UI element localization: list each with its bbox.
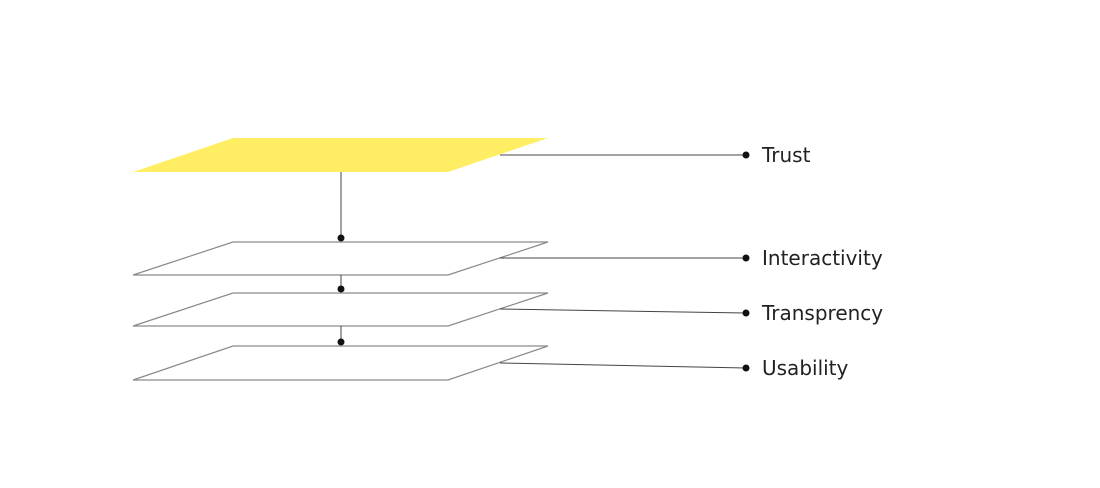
layer-label-transprency: Transprency: [761, 301, 883, 325]
layer-transprency: Transprency: [132, 292, 883, 327]
connector-dot-usability: [337, 338, 345, 346]
connector-dot-transprency: [337, 285, 345, 293]
connector-dot-interactivity: [337, 234, 345, 242]
layer-plane-trust: [133, 138, 548, 172]
layer-label-trust: Trust: [761, 143, 811, 167]
layer-usability: Usability: [132, 345, 849, 381]
layer-label-usability: Usability: [762, 356, 849, 380]
layer-interactivity: Interactivity: [132, 241, 883, 276]
leader-dot-transprency: [742, 309, 750, 317]
layer-plane-transprency: [132, 292, 549, 327]
layer-plane-usability: [132, 345, 549, 381]
leader-dot-usability: [742, 364, 750, 372]
layer-trust: Trust: [133, 138, 811, 172]
leader-line-usability: [499, 362, 747, 369]
layer-plane-interactivity: [132, 241, 549, 276]
layer-label-interactivity: Interactivity: [762, 246, 883, 270]
leader-dot-interactivity: [742, 254, 750, 262]
leader-dot-trust: [742, 151, 750, 159]
leader-line-transprency: [499, 308, 747, 314]
